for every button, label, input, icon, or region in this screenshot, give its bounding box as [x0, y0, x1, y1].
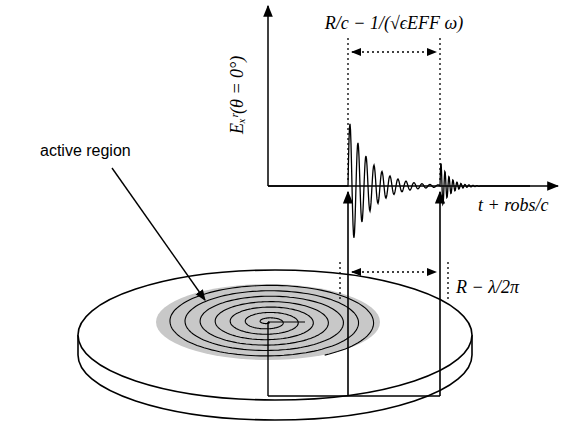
axis-label: t + robs/c — [478, 196, 548, 216]
time-difference-label: R/c − 1/(√ϵEFF ω) — [325, 14, 463, 34]
distance-label: R − λ/2π — [456, 278, 519, 298]
region-label: active region — [40, 142, 131, 160]
spiral-antenna — [170, 285, 374, 356]
axis-label: Eₓʳ(θ = 0°) — [228, 56, 248, 134]
